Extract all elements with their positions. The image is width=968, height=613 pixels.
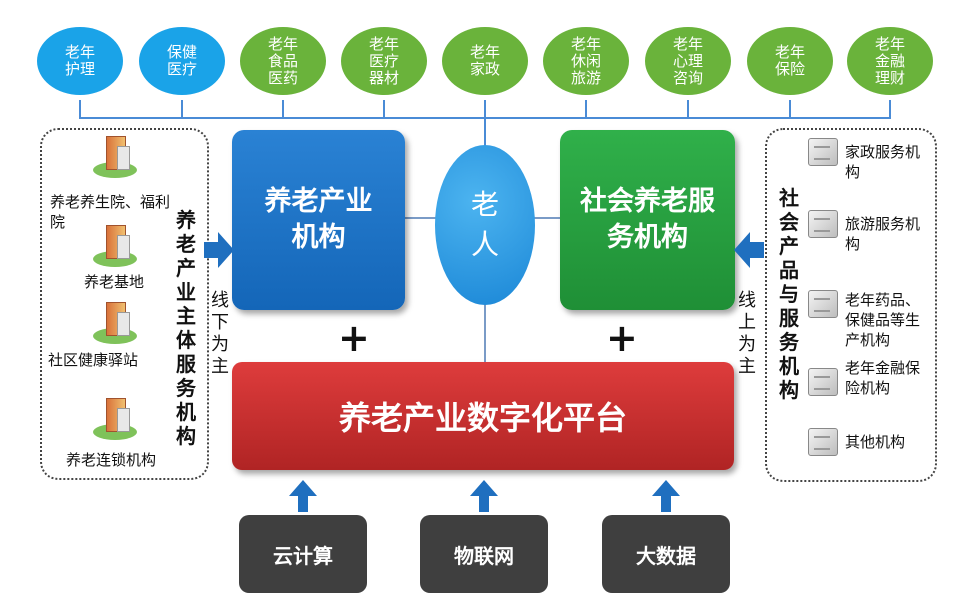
server-icon	[808, 428, 838, 456]
arrow-right-icon	[204, 232, 234, 268]
left-item-3: 养老连锁机构	[66, 451, 157, 469]
up-arrow-stem	[298, 496, 308, 512]
pill-1: 保健 医疗	[139, 27, 225, 95]
platform-bar: 养老产业数字化平台	[232, 362, 734, 470]
right-panel-title: 社会产品与服务机构	[779, 186, 799, 402]
elder-label: 老人	[470, 188, 499, 261]
plus-left: +	[338, 316, 370, 360]
pill-4: 老年 家政	[442, 27, 528, 95]
up-arrow-stem	[479, 496, 489, 512]
industry-box-label: 养老产业机构	[264, 186, 373, 253]
pill-6: 老年 心理 咨询	[645, 27, 731, 95]
industry-box: 养老产业机构	[232, 130, 405, 310]
right-item-2: 老年药品、保健品等生产机构	[845, 291, 921, 349]
elder-ellipse: 老人	[435, 145, 535, 305]
pill-8: 老年 金融 理财	[847, 27, 933, 95]
up-arrow-icon	[470, 480, 498, 496]
tech-cloud: 云计算	[239, 515, 367, 593]
building-icon	[93, 136, 137, 178]
pill-7: 老年 保险	[747, 27, 833, 95]
pill-5: 老年 休闲 旅游	[543, 27, 629, 95]
up-arrow-icon	[289, 480, 317, 496]
server-icon	[808, 290, 838, 318]
online-label: 线上为主	[738, 290, 756, 377]
left-item-1: 养老基地	[84, 273, 145, 291]
pill-3: 老年 医疗 器材	[341, 27, 427, 95]
right-item-3: 老年金融保险机构	[845, 359, 921, 397]
left-item-2: 社区健康驿站	[48, 351, 139, 369]
pill-2: 老年 食品 医药	[240, 27, 326, 95]
building-icon	[93, 302, 137, 344]
up-arrow-stem	[661, 496, 671, 512]
plus-right: +	[606, 316, 638, 360]
right-item-0: 家政服务机构	[845, 143, 921, 181]
server-icon	[808, 210, 838, 238]
right-item-1: 旅游服务机构	[845, 215, 921, 253]
server-icon	[808, 368, 838, 396]
left-panel-title: 养老产业主体服务机构	[176, 208, 196, 448]
right-panel	[765, 128, 937, 482]
social-box-label: 社会养老服务机构	[580, 186, 715, 253]
building-icon	[93, 398, 137, 440]
arrow-left-icon	[734, 232, 764, 268]
right-item-4: 其他机构	[845, 433, 906, 451]
offline-label: 线下为主	[211, 290, 229, 377]
pill-0: 老年 护理	[37, 27, 123, 95]
social-box: 社会养老服务机构	[560, 130, 735, 310]
server-icon	[808, 138, 838, 166]
tech-iot: 物联网	[420, 515, 548, 593]
up-arrow-icon	[652, 480, 680, 496]
tech-bigdata: 大数据	[602, 515, 730, 593]
building-icon	[93, 225, 137, 267]
platform-label: 养老产业数字化平台	[338, 399, 627, 437]
left-item-0: 养老养生院、福利院	[50, 193, 171, 231]
